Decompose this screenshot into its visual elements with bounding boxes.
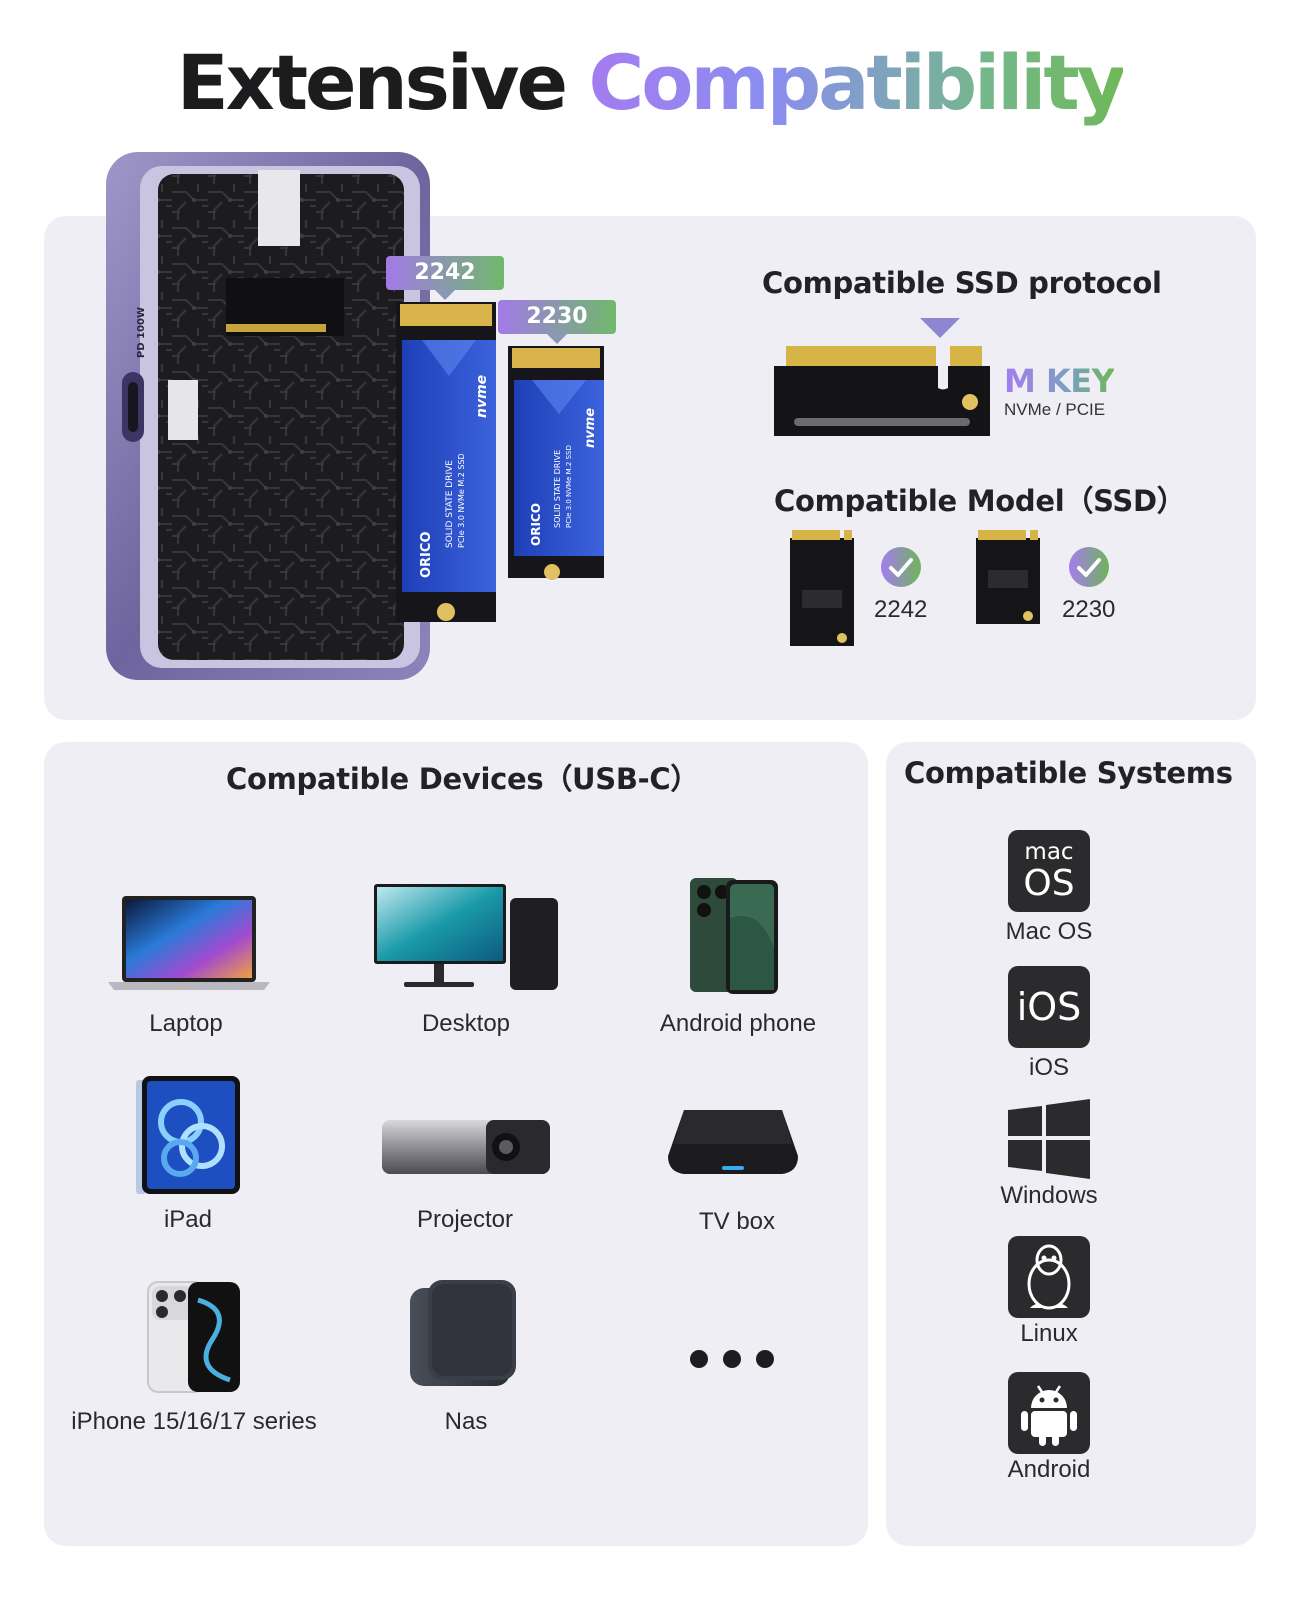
mkey-label: M KEY	[1004, 362, 1115, 400]
device-label-tv-box: TV box	[698, 1208, 776, 1235]
android-icon	[1008, 1372, 1090, 1454]
drive-tag-2230: 2230	[498, 300, 616, 344]
device-label-ipad: iPad	[163, 1206, 213, 1233]
check-icon	[1069, 547, 1109, 587]
drive-tag-2242: 2242	[386, 256, 504, 300]
ssd-2242-line2: PCIe 3.0 NVMe M.2 SSD	[457, 453, 466, 548]
system-label-windows: Windows	[1000, 1182, 1098, 1209]
projector-icon	[382, 1120, 550, 1174]
protocol-heading: Compatible SSD protocol	[762, 266, 1162, 300]
enclosure-illustration: PD 100W ORICO SOLID STATE DRIVE PCIe 3.0…	[106, 152, 604, 680]
nas-icon	[410, 1280, 516, 1386]
device-label-projector: Projector	[416, 1206, 514, 1233]
ssd-2242-thumbnail	[790, 530, 854, 646]
ssd-2242-nvme: nvme	[474, 375, 490, 418]
laptop-icon	[108, 896, 270, 990]
check-icon	[881, 547, 921, 587]
macos-icon-text-top: mac	[1024, 839, 1074, 865]
system-label-ios: iOS	[1028, 1054, 1069, 1081]
title-part2: Compatibility	[588, 38, 1127, 127]
android-phone-icon	[690, 878, 778, 994]
enclosure-label: PD 100W	[136, 307, 147, 358]
device-label-android-phone: Android phone	[659, 1010, 817, 1037]
system-label-android: Android	[1007, 1456, 1091, 1483]
system-label-macos: Mac OS	[1005, 918, 1093, 945]
ellipsis-icon	[690, 1350, 789, 1373]
ssd-2230-brand: ORICO	[529, 503, 543, 546]
systems-heading: Compatible Systems	[904, 756, 1233, 790]
ios-icon-text: iOS	[1016, 985, 1082, 1029]
ssd-2230-thumbnail	[976, 530, 1040, 624]
model-2230-label: 2230	[1062, 596, 1116, 623]
iphone-icon	[147, 1281, 240, 1393]
device-label-iphone: iPhone 15/16/17 series	[71, 1408, 317, 1435]
device-label-nas: Nas	[444, 1408, 488, 1435]
device-label-laptop: Laptop	[149, 1010, 223, 1037]
ios-icon: iOS	[1008, 966, 1090, 1048]
mkey-sub-label: NVMe / PCIE	[1004, 400, 1106, 419]
ssd-2230-line1: SOLID STATE DRIVE	[553, 450, 562, 528]
ssd-2230-nvme: nvme	[583, 408, 598, 448]
ssd-2242-brand: ORICO	[419, 532, 434, 579]
ipad-icon	[136, 1076, 240, 1194]
tv-box-icon	[668, 1110, 798, 1174]
page-title: Extensive Compatibility	[0, 38, 1300, 127]
macos-icon: mac OS	[1008, 830, 1090, 912]
ssd-2242-line1: SOLID STATE DRIVE	[445, 460, 455, 548]
linux-icon	[1008, 1236, 1090, 1318]
desktop-icon	[374, 884, 558, 990]
title-part1: Extensive	[176, 38, 568, 127]
device-label-desktop: Desktop	[421, 1010, 511, 1037]
ssd-2230-line2: PCIe 3.0 NVMe M.2 SSD	[565, 445, 573, 528]
devices-heading: Compatible Devices（USB-C）	[226, 762, 700, 796]
mkey-connector-icon	[774, 318, 990, 436]
model-heading: Compatible Model（SSD）	[774, 484, 1186, 518]
macos-icon-text-bottom: OS	[1023, 863, 1075, 904]
windows-icon	[1008, 1099, 1090, 1179]
system-label-linux: Linux	[1020, 1320, 1078, 1347]
model-2242-label: 2242	[874, 596, 928, 623]
